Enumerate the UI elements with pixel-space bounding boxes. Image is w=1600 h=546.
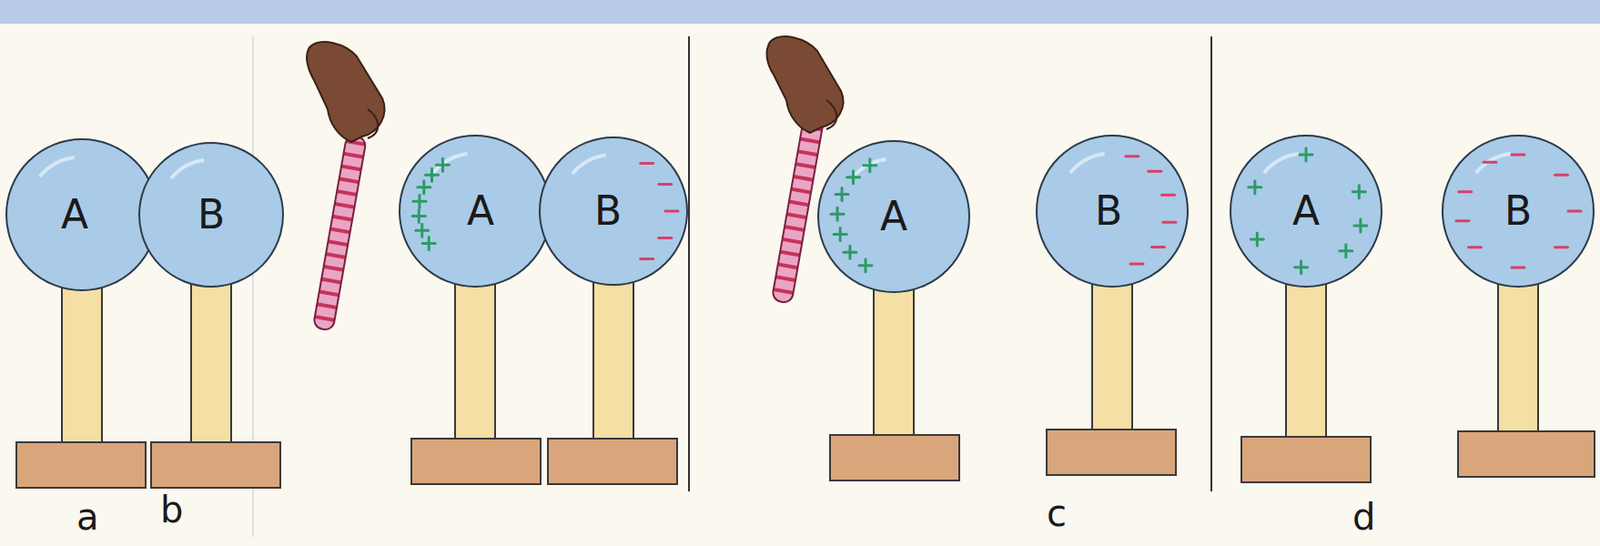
panel-letter: a xyxy=(76,498,100,536)
sphere-label: B xyxy=(1504,191,1532,232)
sphere-label: A xyxy=(880,196,908,237)
sphere-label: A xyxy=(60,194,89,235)
sphere-label: A xyxy=(466,191,495,232)
metal-sphere: B xyxy=(538,136,689,286)
metal-sphere: A xyxy=(1229,134,1383,288)
metal-sphere: B xyxy=(138,141,284,288)
metal-sphere: B xyxy=(1035,134,1189,288)
metal-sphere: B xyxy=(1441,134,1595,288)
panel-letter: c xyxy=(1046,495,1067,532)
panel-letter: d xyxy=(1352,498,1376,536)
metal-sphere: A xyxy=(817,140,971,294)
sphere-label: B xyxy=(197,194,225,235)
panel-letter: b xyxy=(160,491,183,528)
sphere-label: A xyxy=(1292,191,1320,232)
metal-sphere: A xyxy=(398,134,552,288)
charged-rod-c xyxy=(767,36,844,304)
charged-rod-b xyxy=(306,41,385,331)
stands xyxy=(16,273,1595,488)
top-band xyxy=(0,0,1600,24)
sphere-label: B xyxy=(1094,191,1123,232)
sphere-label: B xyxy=(594,191,622,232)
metal-sphere: A xyxy=(5,138,159,292)
